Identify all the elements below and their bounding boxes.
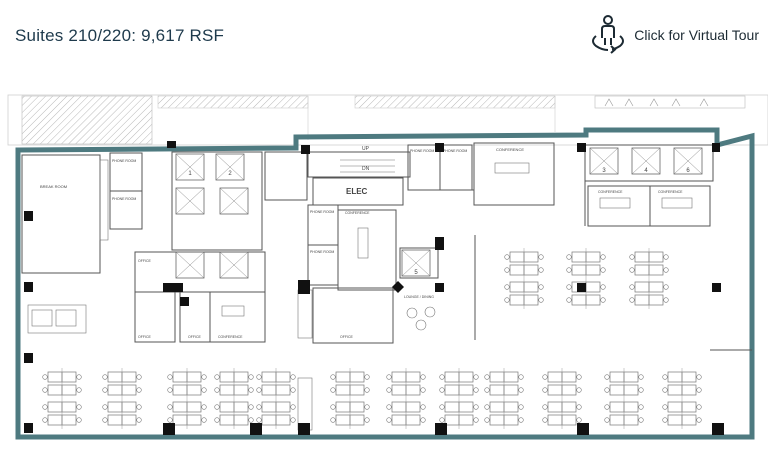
elevator-number: 4 [644, 168, 648, 174]
room-labels: ELEC BREAK ROOM PHONE ROOM PHONE ROOM PH… [40, 147, 683, 339]
office-label: OFFICE [138, 259, 151, 263]
stairs: UP DN [340, 146, 395, 173]
elevator-number: 3 [602, 168, 606, 174]
workstation-pods [43, 248, 702, 431]
virtual-tour-icon [592, 15, 625, 54]
office-label: OFFICE [188, 335, 201, 339]
phone-room-label: PHONE ROOM [310, 210, 334, 214]
phone-room-label: PHONE ROOM [443, 149, 467, 153]
elevator-bank-left: 1 2 [175, 153, 249, 279]
conference-room-label: CONFERENCE [345, 211, 370, 215]
neighbor-strip [7, 94, 768, 146]
conference-room-label: CONFERENCE [496, 147, 524, 152]
virtual-tour-button[interactable]: Click for Virtual Tour [588, 14, 759, 56]
virtual-tour-label: Click for Virtual Tour [634, 27, 759, 43]
elec-room-label: ELEC [346, 187, 368, 196]
header: Suites 210/220: 9,617 RSF Click for Virt… [0, 0, 768, 80]
phone-room-label: PHONE ROOM [310, 250, 334, 254]
phone-room-label: PHONE ROOM [112, 197, 136, 201]
room-furniture [27, 159, 693, 339]
phone-room-label: PHONE ROOM [410, 149, 434, 153]
office-label: OFFICE [340, 335, 353, 339]
conference-room-label: CONFERENCE [218, 335, 243, 339]
elevator-number: 1 [188, 171, 192, 177]
conference-room-label: CONFERENCE [658, 190, 683, 194]
elevator-bank-right: 3 4 6 5 [401, 147, 703, 277]
stairs-down-label: DN [362, 166, 370, 172]
break-room-label: BREAK ROOM [40, 184, 67, 189]
structural-columns [24, 141, 724, 435]
suite-outline [15, 127, 755, 440]
elevator-number: 5 [414, 270, 418, 276]
interior-walls [21, 142, 752, 351]
page-title: Suites 210/220: 9,617 RSF [15, 26, 225, 45]
elevator-number: 6 [686, 168, 690, 174]
office-label: OFFICE [138, 335, 151, 339]
conference-room-label: CONFERENCE [598, 190, 623, 194]
phone-room-label: PHONE ROOM [112, 159, 136, 163]
lounge-label: LOUNGE / DINING [404, 295, 434, 299]
stairs-up-label: UP [362, 146, 370, 152]
floor-plan: 1 2 3 4 6 5 UP DN ELEC BREAK ROOM PHONE … [0, 88, 768, 451]
floor-plan-drawing: 1 2 3 4 6 5 UP DN ELEC BREAK ROOM PHONE … [7, 94, 768, 440]
elevator-number: 2 [228, 171, 232, 177]
